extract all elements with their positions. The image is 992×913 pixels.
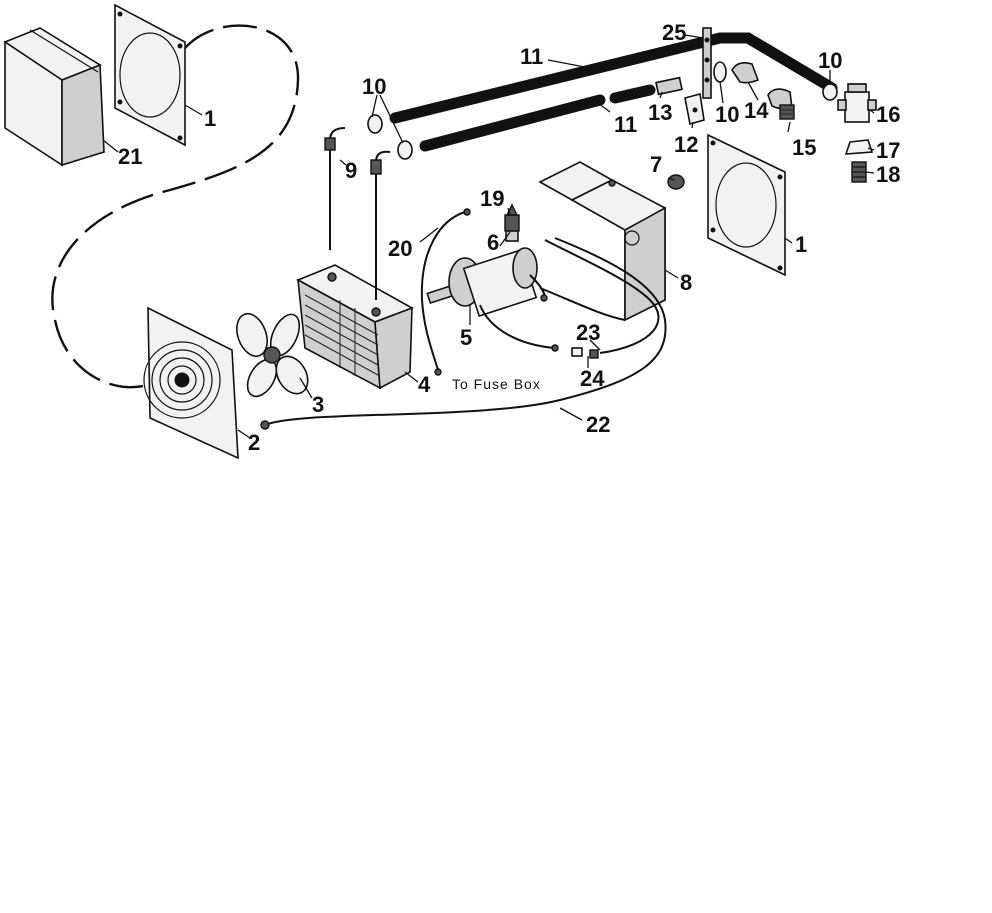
callout-24: 24 [580, 366, 605, 391]
callout-4: 4 [418, 372, 431, 397]
callout-5: 5 [460, 325, 472, 350]
callout-10-left: 10 [362, 74, 386, 99]
callout-labels: 1 1 2 3 4 5 6 7 8 9 10 10 10 11 11 12 13… [118, 20, 900, 455]
part-1-gasket-left [114, 3, 186, 147]
callout-2: 2 [248, 430, 260, 455]
callout-20: 20 [388, 236, 412, 261]
callout-14: 14 [744, 98, 769, 123]
callout-12: 12 [674, 132, 698, 157]
callout-1-left: 1 [204, 106, 216, 131]
part-16-valve [837, 83, 877, 123]
part-4-heater-core [296, 264, 414, 390]
wiring [260, 208, 667, 430]
callout-19: 19 [480, 186, 504, 211]
part-11-hoses [389, 32, 838, 152]
callout-3: 3 [312, 392, 324, 417]
part-25-clip [702, 27, 712, 99]
part-5-blower-motor [426, 247, 538, 318]
callout-13: 13 [648, 100, 672, 125]
callout-10-right: 10 [818, 48, 842, 73]
callout-18: 18 [876, 162, 900, 187]
part-2-fan-housing [143, 306, 239, 460]
callout-9: 9 [345, 158, 357, 183]
part-12-bracket [684, 92, 705, 126]
assembly-outline-dashed [51, 24, 300, 389]
callout-1-right: 1 [795, 232, 807, 257]
part-13-nipple [655, 76, 683, 96]
part-1-gasket-right [707, 133, 786, 277]
part-3-fan-blade [236, 312, 309, 398]
callout-7: 7 [650, 152, 662, 177]
part-7-grommet [667, 174, 685, 190]
callout-11-bottom: 11 [614, 112, 637, 137]
callout-6: 6 [487, 230, 499, 255]
callout-22: 22 [586, 412, 610, 437]
part-18-spring [851, 161, 867, 183]
note-to-fuse-box: To Fuse Box [452, 376, 541, 392]
callout-21: 21 [118, 144, 142, 169]
part-10-clamps [367, 61, 838, 160]
part-17-nut [844, 139, 874, 155]
leader-lines [102, 34, 875, 439]
callout-10-middle: 10 [715, 102, 739, 127]
callout-16: 16 [876, 102, 900, 127]
part-15-fitting [779, 104, 795, 120]
part-9-elbows [324, 127, 391, 300]
callout-25: 25 [662, 20, 686, 45]
callout-17: 17 [876, 138, 900, 163]
part-21-cover-box [3, 27, 105, 167]
callout-11-top: 11 [520, 44, 543, 69]
callout-15: 15 [792, 135, 816, 160]
callout-8: 8 [680, 270, 692, 295]
callout-23: 23 [576, 320, 600, 345]
